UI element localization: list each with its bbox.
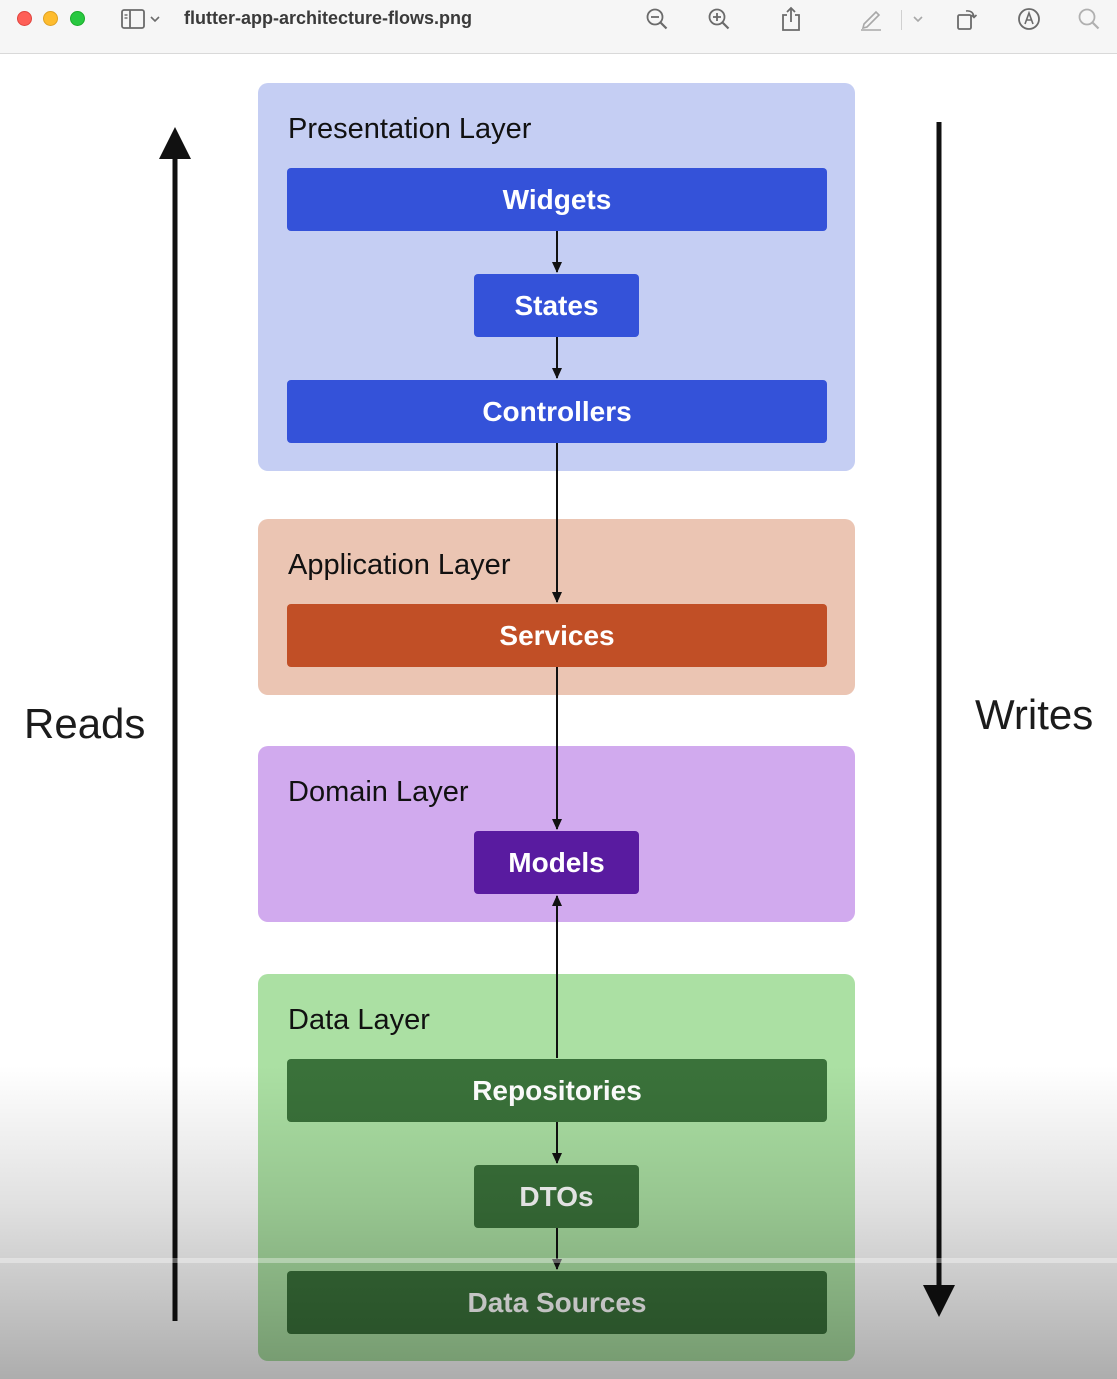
share-icon[interactable] [778, 6, 804, 32]
writes-label: Writes [975, 691, 1094, 738]
states-node: States [474, 274, 639, 337]
search-icon[interactable] [1076, 6, 1102, 32]
zoom-out-icon[interactable] [644, 6, 670, 32]
presentation-layer-title: Presentation Layer [288, 113, 532, 145]
toolbar-divider [901, 10, 902, 30]
zoom-in-icon[interactable] [706, 6, 732, 32]
dtos-node: DTOs [474, 1165, 639, 1228]
chevron-down-icon[interactable] [148, 6, 162, 32]
markup-circle-icon[interactable] [1016, 6, 1042, 32]
rotate-icon[interactable] [953, 6, 979, 32]
data-layer-title: Data Layer [288, 1004, 430, 1036]
markup-pen-icon[interactable] [858, 6, 884, 32]
minimize-window-button[interactable] [43, 11, 58, 26]
window-toolbar: flutter-app-architecture-flows.png [0, 0, 1117, 54]
data-sources-node: Data Sources [287, 1271, 827, 1334]
architecture-diagram: Presentation Layer Application Layer Dom… [0, 55, 1117, 1379]
models-node: Models [474, 831, 639, 894]
zoom-window-button[interactable] [70, 11, 85, 26]
controllers-node: Controllers [287, 380, 827, 443]
sidebar-toggle-icon[interactable] [120, 6, 146, 32]
widgets-node: Widgets [287, 168, 827, 231]
application-layer-title: Application Layer [288, 549, 511, 581]
reads-label: Reads [24, 700, 146, 747]
repositories-node: Repositories [287, 1059, 827, 1122]
close-window-button[interactable] [17, 11, 32, 26]
chevron-down-icon[interactable] [910, 6, 926, 32]
domain-layer-title: Domain Layer [288, 776, 469, 808]
document-title: flutter-app-architecture-flows.png [184, 8, 473, 28]
services-node: Services [287, 604, 827, 667]
